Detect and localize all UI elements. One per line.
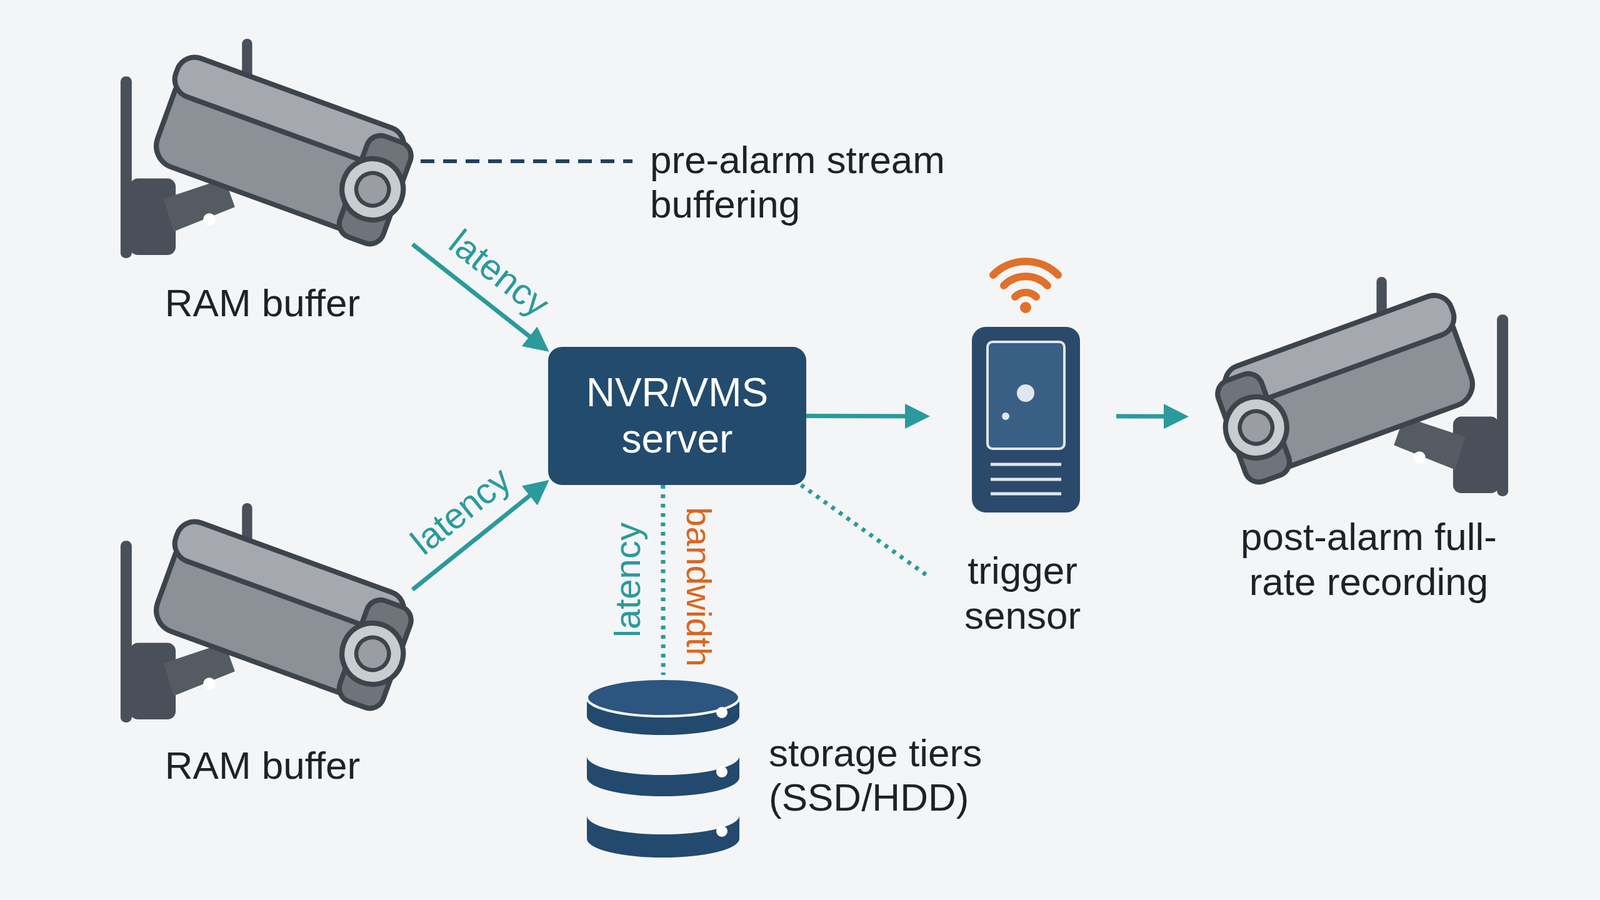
node-label: post-alarm full-rate recording (1212, 514, 1525, 604)
edge-label: latency (443, 223, 556, 323)
node-label: RAM buffer (165, 743, 360, 788)
camera-node: RAM buffer (112, 493, 413, 794)
node-label: storage tiers (SSD/HDD) (768, 730, 1007, 820)
database-cylinder (586, 678, 740, 858)
server-box: NVR/VMS server (548, 346, 807, 485)
node-label: RAM buffer (165, 280, 360, 325)
arrow-connector (1116, 414, 1182, 419)
camera-node: RAM buffer (112, 31, 413, 332)
dotted-connector (660, 485, 665, 675)
edge-label: latency (609, 522, 646, 638)
node-label: NVR/VMS server (574, 370, 781, 462)
camera-node: post-alarm full-rate recording (1187, 262, 1550, 613)
leader-line (420, 159, 633, 164)
edge-label: latency (404, 460, 517, 561)
edge-annotation: bandwidth (678, 506, 719, 667)
sensor-device (971, 326, 1080, 513)
node-label: trigger sensor (931, 548, 1114, 638)
camera-illustration (120, 503, 424, 723)
dotted-connector (801, 485, 929, 577)
callout-text: pre-alarm stream buffering (650, 137, 975, 227)
arrow-connector (806, 413, 923, 419)
wireless-icon (993, 261, 1059, 314)
camera-illustration (1205, 276, 1509, 497)
storage-node: storage tiers (SSD/HDD) (581, 675, 1007, 875)
camera-illustration (120, 38, 424, 259)
sensor-node: trigger sensor (928, 256, 1117, 644)
